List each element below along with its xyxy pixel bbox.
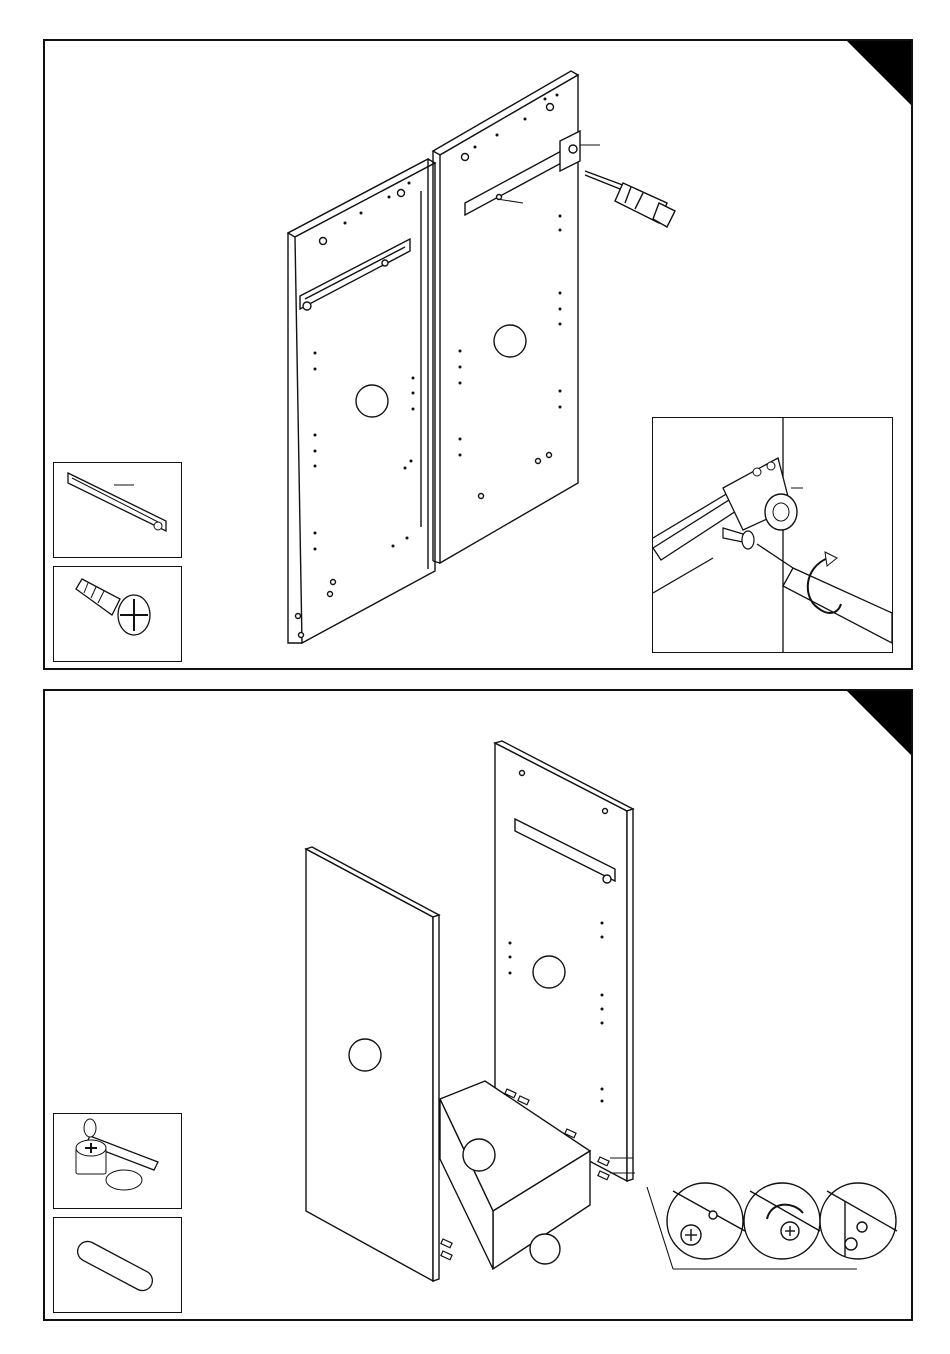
detail-box-screw-fastening (652, 417, 893, 653)
step-1-frame (43, 39, 913, 670)
step-2-corner-marker (846, 690, 912, 756)
step-2-frame (43, 689, 913, 1321)
cam-lock-detail-1 (667, 1183, 745, 1259)
detail-illustration (653, 418, 892, 652)
screw-icon (54, 567, 181, 661)
part-box-screw (53, 566, 182, 662)
dowel-icon (54, 1218, 181, 1312)
part-box-cam-lock (53, 1113, 182, 1209)
cam-lock-icon (54, 1114, 181, 1208)
part-box-dowel (53, 1217, 182, 1313)
left-side-panel (306, 847, 439, 1281)
part-box-slide-rail (53, 462, 182, 558)
right-side-panel (433, 71, 580, 563)
screw-icon (723, 528, 754, 549)
screwdriver-icon (585, 171, 675, 227)
step-1-corner-marker (846, 40, 912, 106)
cam-lock-detail-2 (744, 1183, 820, 1259)
slide-rail-icon (54, 463, 181, 557)
left-side-panel (288, 159, 435, 643)
cam-lock-detail-3 (820, 1183, 897, 1259)
